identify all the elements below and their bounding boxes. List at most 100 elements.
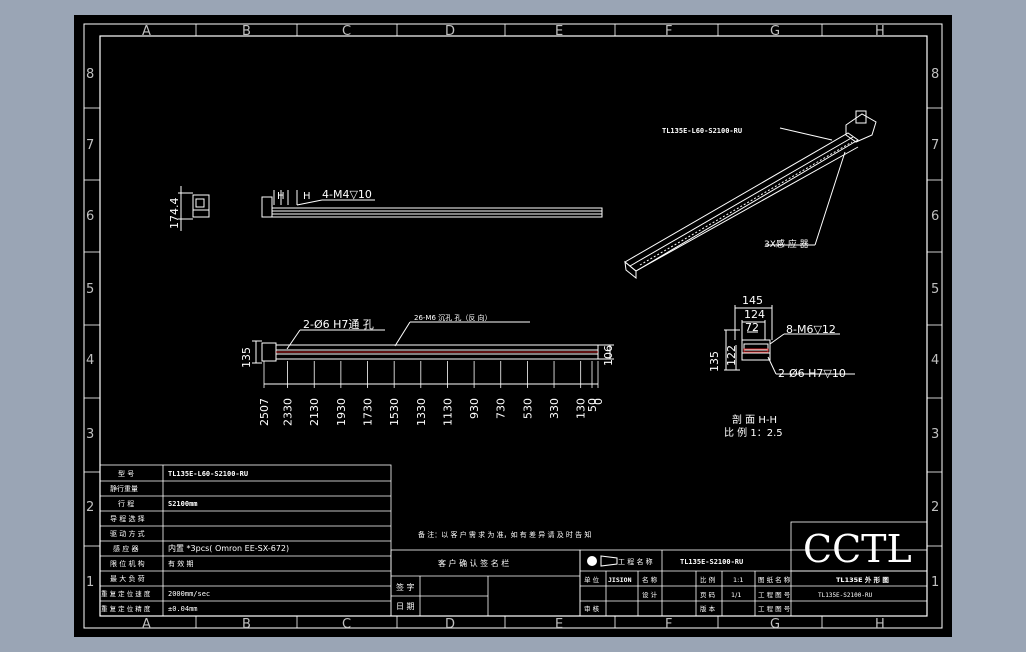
zone-row-right: 4: [931, 353, 939, 368]
svg-text:图 纸 名 称: 图 纸 名 称: [758, 575, 791, 584]
paper-background: [74, 15, 952, 637]
svg-text:审 核: 审 核: [584, 604, 600, 613]
drawing-note: 备 注：以 客 户 需 求 为 准，如 有 差 异 请 及 时 告 知: [418, 530, 591, 539]
svg-text:页 码: 页 码: [700, 591, 716, 599]
spec-label: 驱 动 方 式: [110, 529, 145, 538]
zone-row-left: 6: [86, 209, 94, 224]
front-dim-label: 930: [468, 398, 481, 419]
front-dim-label: 1330: [415, 398, 428, 426]
section-scale: 比 例 1：2.5: [724, 426, 783, 439]
zone-col-bottom: A: [142, 617, 151, 632]
svg-text:工 程 图 号: 工 程 图 号: [758, 604, 791, 613]
rail-face-iso: [624, 260, 637, 280]
section-dim-124: 124: [744, 308, 765, 321]
projection-cone-icon: [600, 555, 618, 567]
section-m6-callout: 8-M6▽12: [786, 323, 836, 336]
spec-label: 最 大 负 荷: [110, 574, 145, 583]
front-dim-label: 1730: [362, 398, 375, 426]
section-red-hatch: [743, 348, 769, 353]
iso-sensor-callout: 3X感 应 器: [764, 238, 809, 250]
zone-row-right: 3: [931, 427, 939, 442]
zone-col-top: A: [142, 24, 151, 39]
spec-value: 2000mm/sec: [168, 590, 210, 598]
zone-col-bottom: D: [445, 617, 455, 632]
zone-row-left: 8: [86, 67, 94, 82]
section-pin-callout: 2-Ø6 H7▽10: [778, 367, 846, 380]
front-dim-label: 330: [548, 398, 561, 419]
front-dim-label: 2507: [258, 398, 271, 426]
svg-text:单 位: 单 位: [584, 575, 600, 584]
section-dim-145: 145: [742, 294, 763, 307]
approval-title: 客 户 确 认 签 名 栏: [438, 558, 509, 568]
svg-text:版 本: 版 本: [700, 604, 716, 613]
zone-col-bottom: B: [242, 617, 251, 632]
isometric-view: [624, 110, 877, 280]
side-end-view: [178, 186, 210, 231]
svg-text:工 程 图 号: 工 程 图 号: [758, 590, 791, 599]
spec-label: 限 位 机 构: [110, 559, 145, 568]
top-view: [261, 190, 603, 218]
part-name-value: TL135E-S2100-RU: [680, 558, 743, 566]
company-logo: CCTL: [803, 527, 912, 571]
spec-table-grid: [99, 464, 392, 617]
front-pin-callout: 2-Ø6 H7通 孔: [303, 318, 374, 331]
zone-row-right: 7: [931, 138, 939, 153]
zone-labels: A B C D E F G H A B C D E F G H 8 7 6 5 …: [86, 24, 939, 632]
spec-label: 静行重量: [110, 484, 138, 493]
spec-value: 内置 *3pcs( Omron EE-SX-672): [168, 543, 289, 553]
front-dim-ticks: [263, 361, 599, 388]
spec-value: 有 效 期: [168, 559, 193, 568]
svg-text:TL135E 外 形 图: TL135E 外 形 图: [836, 575, 889, 584]
approval-sign-label: 签 字: [396, 582, 415, 592]
spec-label: 重 复 定 位 精 度: [101, 604, 151, 613]
zone-col-bottom: C: [342, 617, 351, 632]
zone-col-bottom: E: [555, 617, 563, 632]
svg-text:名 称: 名 称: [642, 575, 658, 584]
zone-col-top: F: [665, 24, 672, 39]
front-dim-label: 130: [575, 398, 588, 419]
front-dim-label: 530: [521, 398, 534, 419]
section-dim-135: 135: [708, 351, 721, 372]
front-dim-label: 730: [495, 398, 508, 419]
front-dim-label: 50: [586, 398, 599, 412]
zone-row-left: 1: [86, 575, 94, 590]
outer-border: [83, 23, 943, 629]
front-dim-label: 1130: [441, 398, 454, 426]
title-block-cells: 单 位 JISION 名 称 比 例 1:1 图 纸 名 称 TL135E 外 …: [584, 575, 889, 613]
zone-col-top: G: [770, 24, 780, 39]
front-right-dim: 106: [602, 345, 615, 366]
zone-col-bottom: G: [770, 617, 780, 632]
zone-row-left: 2: [86, 500, 94, 515]
approval-date-label: 日 期: [396, 602, 415, 611]
top-holes-callout: 4-M4▽10: [322, 188, 372, 201]
svg-text:1/1: 1/1: [731, 591, 741, 599]
svg-text:比 例: 比 例: [700, 575, 715, 584]
svg-text:设 计: 设 计: [642, 590, 658, 599]
zone-col-bottom: F: [665, 617, 672, 632]
spec-label: 导 程 选 择: [110, 514, 145, 523]
zone-ticks: [84, 24, 942, 628]
spec-label: 感 应 器: [113, 544, 138, 553]
spec-label: 行 程: [118, 499, 134, 508]
iso-part-callout: TL135E-L60-S2100-RU: [662, 127, 742, 135]
approval-box-grid: [390, 549, 581, 617]
spec-label: 重 复 定 位 速 度: [101, 589, 151, 598]
spec-value: S2100mm: [168, 500, 198, 508]
top-label-h2: H: [303, 191, 311, 202]
zone-row-right: 2: [931, 500, 939, 515]
zone-col-bottom: H: [875, 617, 885, 632]
zone-row-right: 8: [931, 67, 939, 82]
projection-circle-icon: [587, 556, 597, 566]
zone-row-left: 7: [86, 138, 94, 153]
zone-col-top: C: [342, 24, 351, 39]
section-dim-122: 122: [725, 345, 738, 366]
spec-value: TL135E-L60-S2100-RU: [168, 470, 248, 478]
section-view: [724, 305, 855, 375]
front-dim-label: 2330: [282, 398, 295, 426]
spec-label: 型 号: [118, 469, 134, 478]
section-dim-72: 72: [745, 321, 759, 334]
zone-col-top: H: [875, 24, 885, 39]
front-left-dim: 135: [240, 347, 253, 368]
